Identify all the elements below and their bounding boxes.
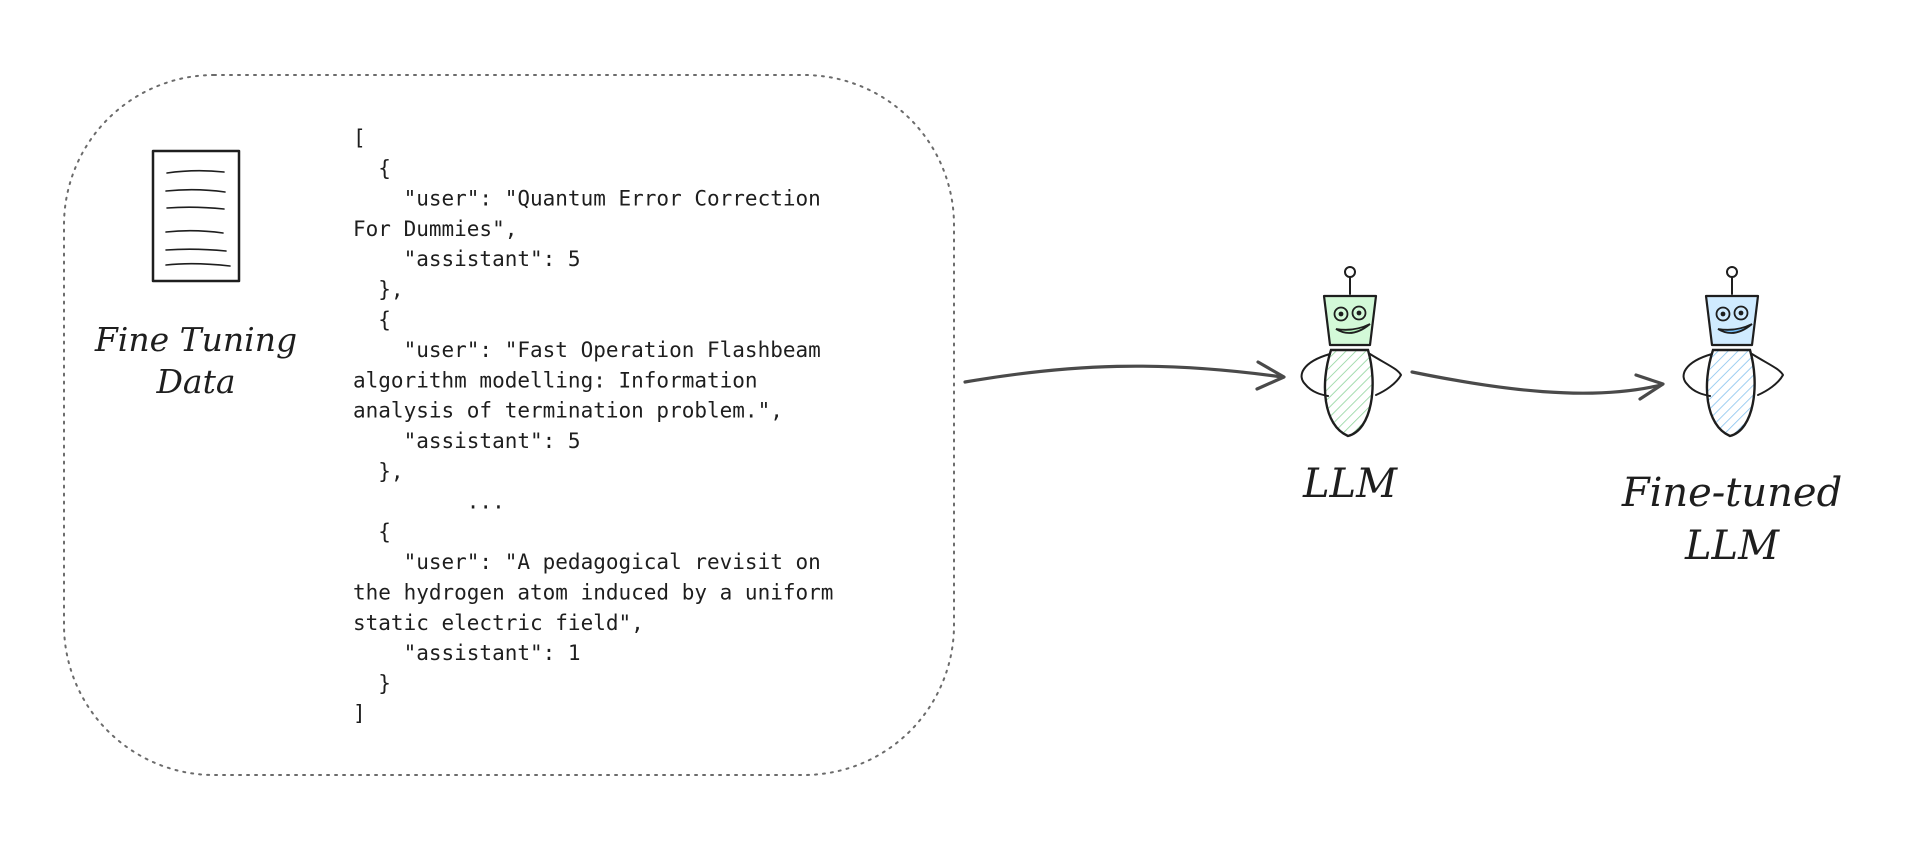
- finetuned-llm-label-line2: LLM: [1684, 523, 1780, 569]
- json-code-line: [: [353, 126, 366, 150]
- llm-robot-icon: [1300, 266, 1402, 438]
- data-container: [63, 74, 955, 776]
- json-code-line: analysis of termination problem.",: [353, 399, 783, 423]
- json-code-line: }: [353, 671, 391, 695]
- json-code-line: {: [353, 520, 391, 544]
- fine-tuning-data-label-line1: Fine Tuning: [94, 320, 297, 359]
- json-code-line: For Dummies",: [353, 217, 517, 241]
- json-code-line: "assistant": 1: [353, 641, 581, 665]
- finetuned-llm-label-line1: Fine-tuned: [1621, 470, 1842, 516]
- json-code-line: "user": "A pedagogical revisit on: [353, 550, 821, 574]
- json-code-line: static electric field",: [353, 611, 644, 635]
- arrow-data-to-llm: [963, 360, 1286, 391]
- finetuned-llm-robot-icon: [1682, 266, 1784, 438]
- json-code-block: [ { "user": "Quantum Error CorrectionFor…: [353, 126, 833, 726]
- json-code-line: },: [353, 459, 404, 483]
- json-code-line: the hydrogen atom induced by a uniform: [353, 581, 833, 605]
- json-code-line: "assistant": 5: [353, 247, 581, 271]
- arrow-llm-to-finetuned: [1410, 370, 1665, 401]
- json-code-line: "assistant": 5: [353, 429, 581, 453]
- json-code-line: ]: [353, 702, 366, 726]
- json-code-line: algorithm modelling: Information: [353, 368, 758, 392]
- json-code-line: {: [353, 156, 391, 180]
- fine-tuning-data-label-line2: Data: [155, 362, 235, 401]
- json-code-line: "user": "Quantum Error Correction: [353, 187, 821, 211]
- llm-label: LLM: [1302, 461, 1398, 507]
- document-icon: [151, 149, 241, 283]
- json-code-line: ...: [353, 490, 505, 514]
- json-code-line: {: [353, 308, 391, 332]
- json-code-line: "user": "Fast Operation Flashbeam: [353, 338, 821, 362]
- json-code-line: },: [353, 278, 404, 302]
